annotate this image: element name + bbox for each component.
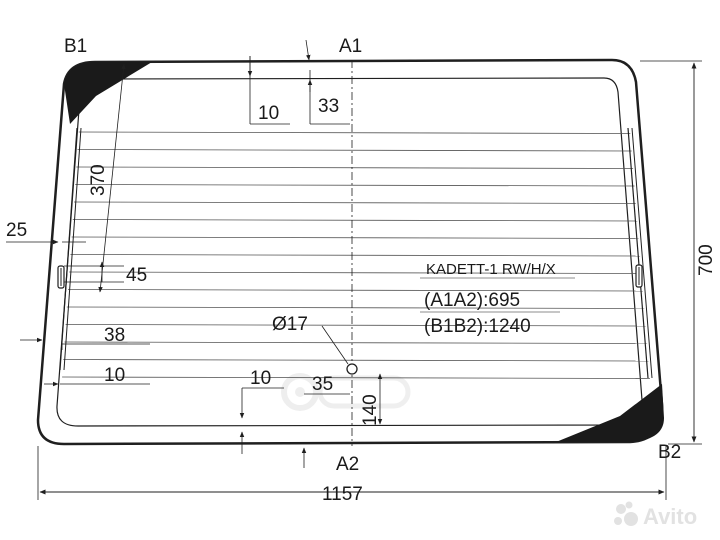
busbar-right-inner [631,127,653,379]
busbar-left-inner [63,127,82,371]
heating-line [75,184,635,187]
avito-watermark-text: Avito [643,504,697,529]
defroster-grid [62,131,650,379]
busbar-right [627,127,649,379]
dim-defroster-height: 370 [88,164,109,196]
heating-line [67,289,643,292]
dim-side-margin: 25 [6,220,27,241]
dim-bottom-left: 10 [104,365,125,386]
corner-ceramic-b2 [556,384,664,442]
dim-bottom-center: 10 [250,368,271,389]
heating-line [73,201,636,204]
point-a1-label: A1 [339,36,362,57]
heating-line [71,236,639,239]
dim-center-gap: 35 [312,374,333,395]
heating-line [64,341,648,344]
dim-bottom-height: 140 [360,394,381,426]
dim-hole-diameter: Ø17 [272,314,308,335]
dim-top-offset: 10 [258,103,279,124]
terminal-left-icon [57,265,65,289]
dim-left-gap: 45 [126,265,147,286]
glass-outer-outline [36,58,664,446]
busbar-left [59,127,78,371]
heating-line [76,166,634,169]
terminal-right-icon [635,264,643,288]
heating-line [70,254,641,257]
dim-side-offset: 38 [104,325,125,346]
watermark-logo [281,373,411,411]
point-a2-label: A2 [336,454,359,475]
heating-line [77,149,632,152]
heating-line [63,359,649,362]
heating-line [62,376,650,379]
hole-leader [321,325,349,365]
mounting-hole [346,363,358,375]
spec-b1b2: (B1B2):1240 [424,316,531,337]
dim-overall-height: 700 [696,244,717,276]
spec-a1a2: (A1A2):695 [424,290,520,311]
corner-ceramic-b1 [64,62,152,124]
point-b2-label: B2 [658,442,681,463]
model-code: KADETT-1 RW/H/X [426,261,556,278]
heating-line [65,324,646,327]
point-b1-label: B1 [64,36,87,57]
heating-line [69,271,642,274]
dim-top-edge: 33 [318,96,339,117]
heating-line [66,306,645,309]
defroster-height-dim [98,63,126,293]
dim-overall-width: 1157 [322,484,363,505]
avito-watermark: Avito [614,501,697,529]
heating-line [78,131,631,134]
heating-line [72,219,638,222]
